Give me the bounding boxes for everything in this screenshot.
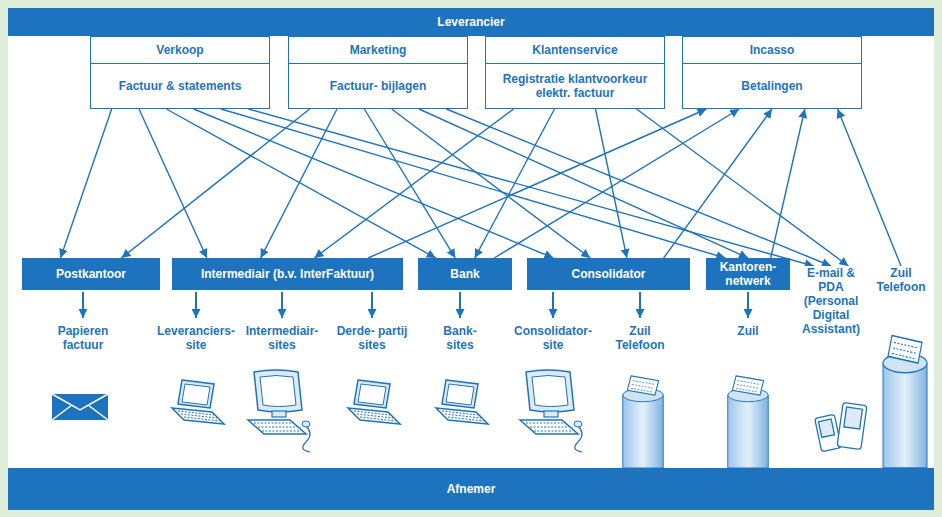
channel-box: Postkantoor	[22, 258, 160, 290]
envelope-icon	[52, 394, 108, 420]
department-box: VerkoopFactuur & statements	[90, 36, 270, 109]
channel-label: Zuil Telefoon	[869, 266, 933, 294]
channel-box: Kantoren- netwerk	[706, 258, 790, 290]
flow-arrow	[446, 109, 831, 266]
laptop-icon	[348, 380, 400, 424]
kiosk-icon	[728, 376, 768, 468]
box-title: Consolidator	[572, 267, 646, 281]
output-arrows	[83, 292, 748, 318]
box-body: Registratie klantvoorkeur elektr. factuu…	[486, 64, 664, 108]
kiosk-icon	[883, 336, 927, 468]
box-title: E-mail & PDA (Personal Digital Assistant…	[797, 266, 865, 336]
box-title: Afnemer	[447, 482, 496, 496]
flow-arrow	[61, 109, 112, 258]
channel-output-label: Papieren factuur	[45, 324, 121, 352]
box-title: Klantenservice	[486, 37, 664, 64]
channel-output-label: Consolidator- site	[507, 324, 599, 352]
flow-arrow	[314, 109, 513, 258]
flow-arrow	[475, 109, 555, 258]
desktop-icon	[248, 370, 310, 452]
flow-arrow	[261, 109, 337, 258]
flow-arrow	[221, 109, 725, 258]
channel-output-label: Derde- partij sites	[332, 324, 412, 352]
box-body: Betalingen	[683, 64, 861, 108]
laptop-icon	[436, 380, 488, 424]
channel-output-label: Zuil	[718, 324, 778, 338]
laptop-icon	[172, 380, 224, 424]
box-title: Postkantoor	[56, 267, 126, 281]
channel-box: Bank	[418, 258, 512, 290]
box-title: Bank	[450, 267, 479, 281]
flow-arrow	[122, 109, 310, 258]
flow-arrow	[364, 109, 455, 258]
channel-label: E-mail & PDA (Personal Digital Assistant…	[797, 266, 865, 336]
panel	[8, 8, 934, 510]
box-body: Factuur- bijlagen	[289, 64, 467, 108]
channel-box: Intermediair (b.v. InterFaktuur)	[172, 258, 403, 290]
flow-arrow	[664, 109, 772, 258]
kiosk-icon	[623, 376, 663, 468]
channel-output-label: Zuil Telefoon	[607, 324, 673, 352]
flow-arrow	[771, 109, 805, 258]
flow-arrow	[596, 109, 627, 258]
department-box: IncassoBetalingen	[682, 36, 862, 109]
flow-arrow	[392, 109, 590, 258]
channel-output-label: Leveranciers- site	[152, 324, 240, 352]
box-title: Zuil Telefoon	[869, 266, 933, 294]
desktop-icon	[520, 370, 582, 452]
box-title: Incasso	[683, 37, 861, 64]
department-box: KlantenserviceRegistratie klantvoorkeur …	[485, 36, 665, 109]
box-title: Kantoren- netwerk	[710, 260, 786, 288]
channel-box: Consolidator	[527, 258, 690, 290]
flow-arrow	[419, 109, 748, 258]
channel-output-label: Bank- sites	[430, 324, 490, 352]
flow-arrow	[166, 109, 435, 258]
pda-icon	[815, 403, 867, 452]
flow-arrow	[838, 109, 901, 266]
box-title: Marketing	[289, 37, 467, 64]
flow-arrow	[494, 109, 739, 258]
department-box: MarketingFactuur- bijlagen	[288, 36, 468, 109]
flow-arrow	[637, 109, 849, 266]
band: Leverancier	[8, 8, 934, 36]
box-title: Intermediair (b.v. InterFaktuur)	[201, 267, 374, 281]
flow-arrow	[248, 109, 813, 266]
box-body: Factuur & statements	[91, 64, 269, 108]
band: Afnemer	[8, 468, 934, 510]
flow-arrow	[368, 109, 706, 258]
box-title: Leverancier	[437, 15, 504, 29]
box-title: Verkoop	[91, 37, 269, 64]
channel-output-label: Intermediair- sites	[238, 324, 326, 352]
